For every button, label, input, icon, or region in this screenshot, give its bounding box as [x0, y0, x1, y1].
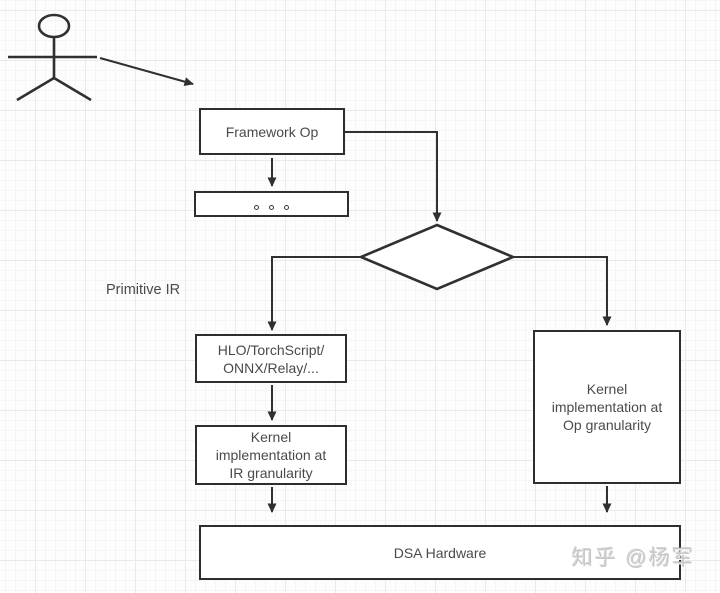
node-kernel-ir-line1: Kernel	[250, 429, 292, 445]
node-dsa-hardware-label: DSA Hardware	[393, 544, 487, 561]
node-ellipsis	[194, 191, 349, 217]
node-kernel-op-line1: Kernel	[586, 381, 628, 397]
decision-diamond	[357, 223, 517, 291]
node-framework-op-label: Framework Op	[225, 123, 319, 140]
node-hlo-ir-line1: HLO/TorchScript/	[217, 341, 325, 358]
primitive-ir-label: Primitive IR	[106, 282, 181, 298]
node-kernel-op-granularity: Kernel implementation at Op granularity	[533, 330, 681, 484]
edge-decision-to-kernel-op	[513, 256, 612, 326]
node-kernel-op-line3: Op granularity	[563, 417, 651, 433]
edge-decision-to-hlo	[267, 256, 361, 331]
zhihu-watermark: 知乎 @杨军	[572, 547, 696, 570]
edge-actor-to-framework-op	[99, 57, 194, 87]
node-framework-op: Framework Op	[199, 108, 345, 155]
actor-icon	[8, 13, 97, 102]
node-kernel-ir-line2: implementation at	[215, 447, 327, 463]
node-kernel-ir-line3: IR granularity	[229, 465, 313, 481]
node-hlo-ir-line2: ONNX/Relay/...	[223, 359, 319, 376]
node-dsa-hardware: DSA Hardware	[199, 525, 681, 580]
node-hlo-ir: HLO/TorchScript/ ONNX/Relay/...	[195, 334, 347, 383]
node-kernel-op-line2: implementation at	[551, 399, 663, 415]
node-kernel-ir-granularity: Kernel implementation at IR granularity	[195, 425, 347, 485]
edge-framework-op-to-decision	[345, 131, 442, 222]
ellipsis-dots-icon	[249, 205, 294, 210]
